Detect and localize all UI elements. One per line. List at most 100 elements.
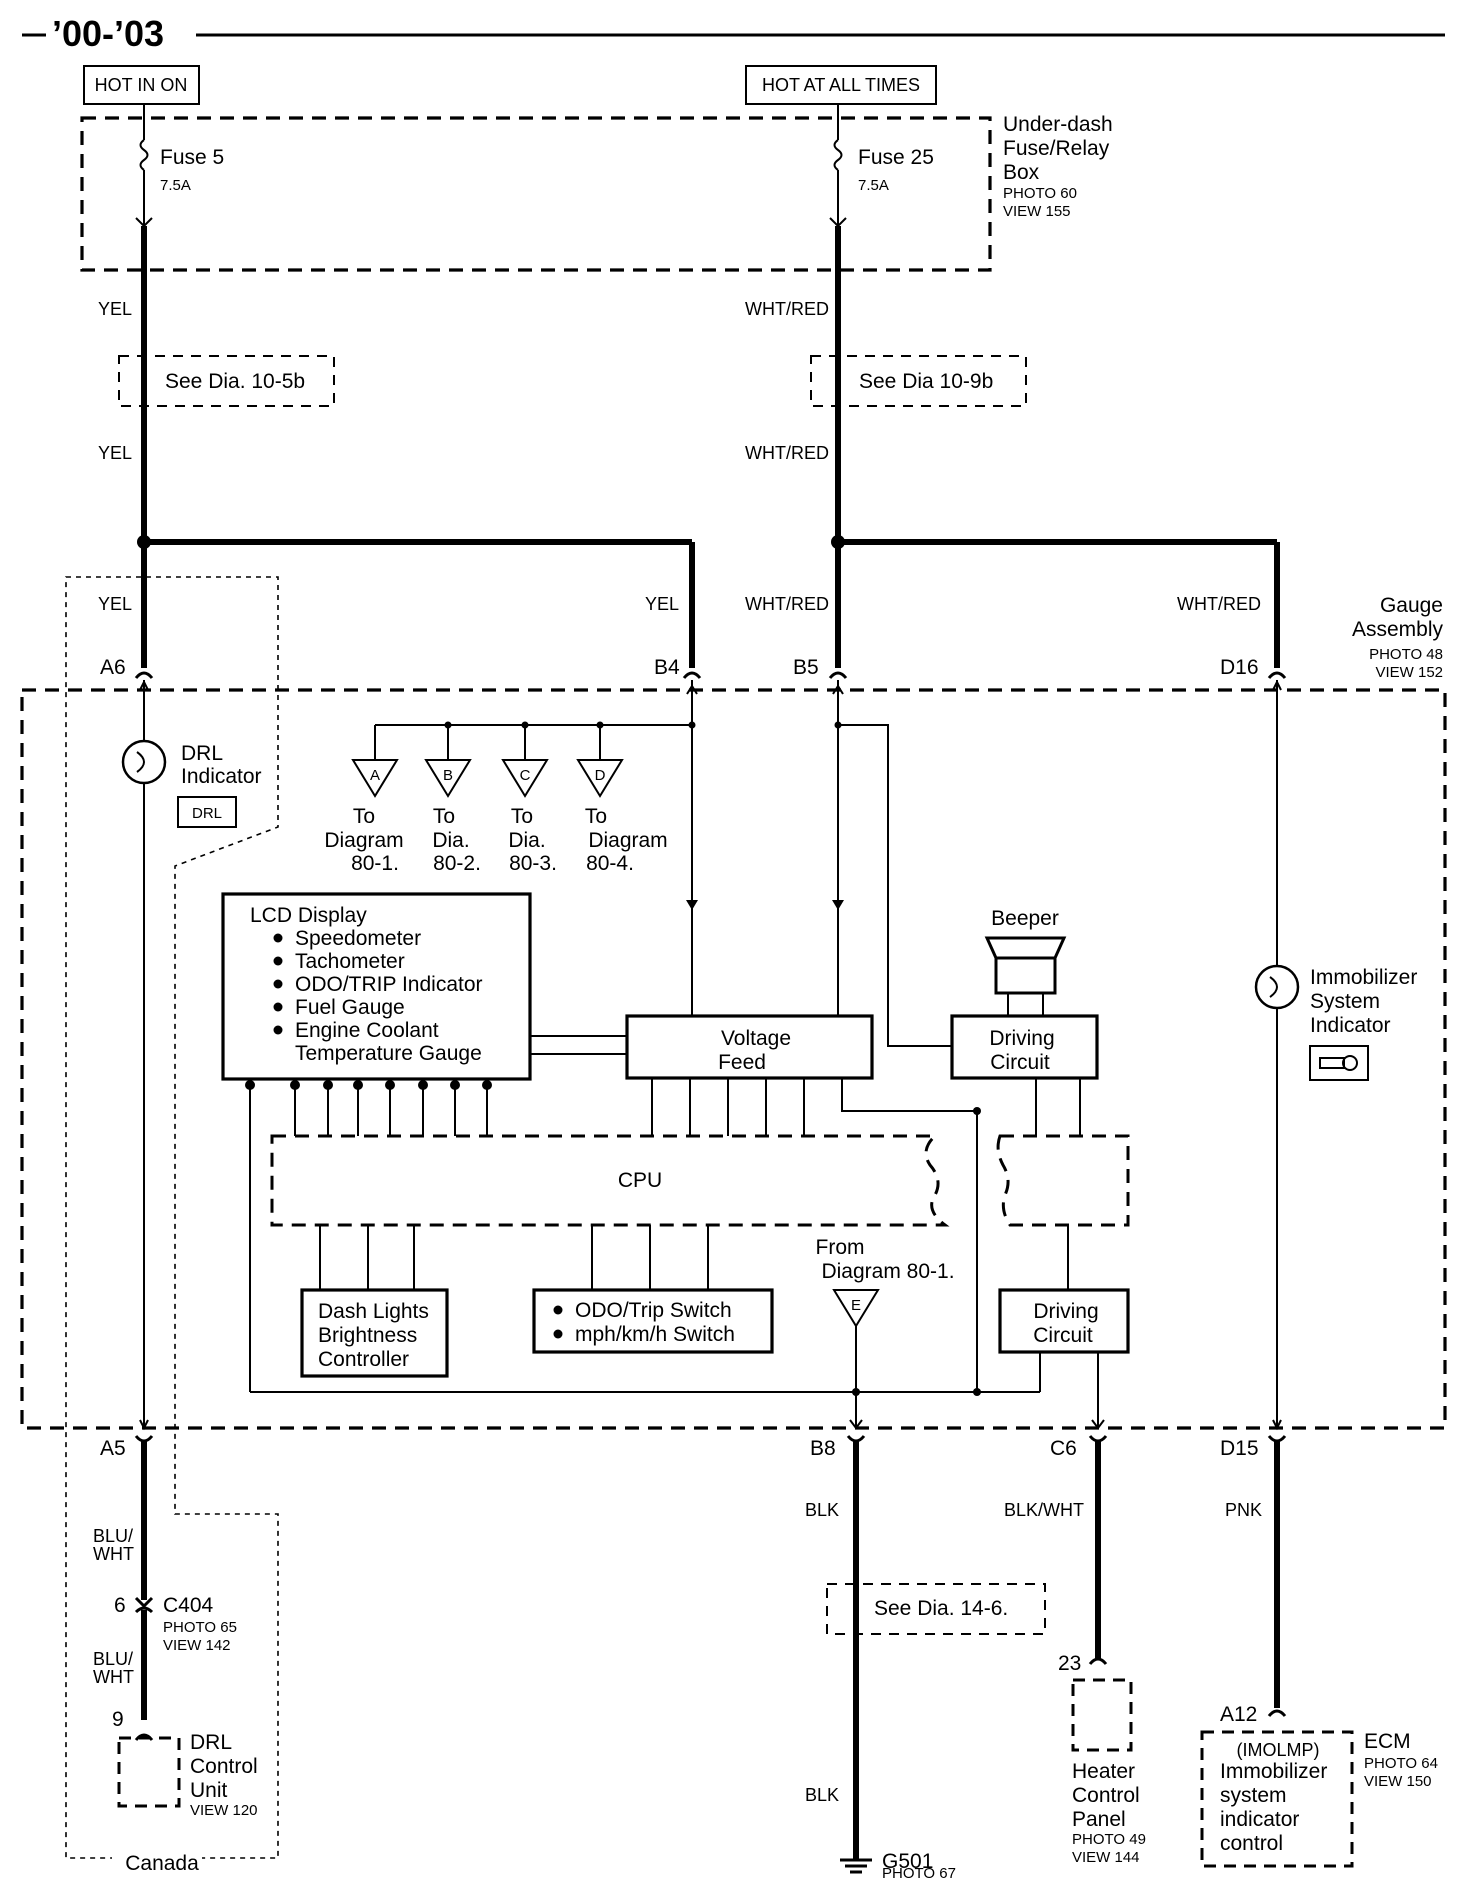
voltage-feed-line2: Feed xyxy=(718,1051,766,1074)
d16-arrow-down xyxy=(1272,1419,1282,1431)
link-d-node xyxy=(596,721,604,729)
c404-name: C404 xyxy=(163,1594,214,1617)
link-d-line1: To xyxy=(585,805,607,828)
hot-at-all-times-label: HOT AT ALL TIMES xyxy=(762,75,920,95)
link-b-letter: B xyxy=(443,767,453,784)
fuse5-name: Fuse 5 xyxy=(160,146,224,169)
wire-label-yel-1: YEL xyxy=(98,299,132,319)
b5-arrow-up xyxy=(832,684,844,695)
ground-name: G501 xyxy=(882,1850,933,1873)
switch-bullet xyxy=(553,1305,563,1315)
heater-line3: Panel xyxy=(1072,1808,1126,1831)
ecm-line4: control xyxy=(1220,1832,1283,1855)
ground-icon xyxy=(840,1858,872,1874)
conn-b4 xyxy=(682,671,702,679)
c404-pin-in: 6 xyxy=(114,1594,126,1617)
ecm-view: VIEW 150 xyxy=(1364,1773,1432,1790)
lcd-item: ODO/TRIP Indicator xyxy=(295,973,483,996)
drl-control-line2: Control xyxy=(190,1755,258,1778)
vf-cpu-pins xyxy=(651,1078,805,1136)
wht-red-splice xyxy=(831,535,845,549)
ecm-box xyxy=(1200,1730,1354,1868)
wire-label-blu-wht-2a: BLU/ xyxy=(93,1649,133,1669)
link-a-line3: 80-1. xyxy=(351,852,399,875)
ref-10-5b: See Dia. 10-5b xyxy=(165,370,305,393)
pin-d16: D16 xyxy=(1220,656,1259,679)
from-diagram-letter: E xyxy=(851,1297,861,1314)
immobilizer-lamp-filament xyxy=(1269,976,1278,998)
link-b-node xyxy=(444,721,452,729)
fuse-box-name-2: Fuse/Relay xyxy=(1003,137,1110,160)
ecm-pin: A12 xyxy=(1220,1703,1257,1726)
wire-label-pnk: PNK xyxy=(1225,1500,1262,1520)
lcd-cpu-pins xyxy=(245,1080,492,1136)
fuse-box-name-3: Box xyxy=(1003,161,1040,184)
ecm-line1: Immobilizer xyxy=(1220,1760,1327,1783)
ground-bus-node-vf xyxy=(973,1388,981,1396)
wire-label-wht-red-2: WHT/RED xyxy=(745,443,829,463)
link-d-triangle xyxy=(576,759,624,798)
hot-in-on-box xyxy=(83,65,200,105)
vf-ground-node xyxy=(973,1107,981,1115)
pin-d15: D15 xyxy=(1220,1437,1259,1460)
heater-photo: PHOTO 49 xyxy=(1072,1831,1146,1848)
switch-odo-trip: ODO/Trip Switch xyxy=(575,1299,732,1322)
ecm-code: (IMOLMP) xyxy=(1237,1740,1320,1760)
vf-ground-line xyxy=(841,1078,977,1112)
link-a-line1: To xyxy=(353,805,375,828)
b5-branch-node xyxy=(834,721,842,729)
drl-indicator-name-2: Indicator xyxy=(181,765,262,788)
voltage-feed-line1: Voltage xyxy=(721,1027,791,1050)
ecm-connector xyxy=(1267,1709,1287,1717)
ecm-line2: system xyxy=(1220,1784,1287,1807)
c404-view: VIEW 142 xyxy=(163,1637,231,1654)
lcd-title: LCD Display xyxy=(250,904,367,927)
driving-circuit-lower-line2: Circuit xyxy=(1033,1324,1093,1347)
drl-badge: DRL xyxy=(192,805,222,822)
ref-box-14-6 xyxy=(826,1583,1046,1635)
switches-box xyxy=(532,1288,774,1354)
lcd-item: Engine Coolant xyxy=(295,1019,439,1042)
heater-panel-box xyxy=(1071,1678,1133,1752)
wire-label-blk-2: BLK xyxy=(805,1785,839,1805)
ecm-photo: PHOTO 64 xyxy=(1364,1755,1438,1772)
wire-label-blu-wht-2b: WHT xyxy=(93,1667,134,1687)
b4-arrow xyxy=(686,900,698,910)
cpu-label: CPU xyxy=(618,1169,662,1192)
beeper-body xyxy=(994,956,1057,995)
wire-label-blk-wht: BLK/WHT xyxy=(1004,1500,1084,1520)
pin-a5: A5 xyxy=(100,1437,126,1460)
conn-a6 xyxy=(134,671,154,679)
gauge-name-1: Gauge xyxy=(1380,594,1443,617)
lcd-items: Speedometer Tachometer ODO/TRIP Indicato… xyxy=(273,927,483,1065)
pin-c6: C6 xyxy=(1050,1437,1077,1460)
driving-circuit-lower-line1: Driving xyxy=(1033,1300,1098,1323)
drl-indicator-name-1: DRL xyxy=(181,742,223,765)
lcd-bullet xyxy=(273,933,283,943)
cpu-box xyxy=(270,1134,950,1227)
heater-line2: Control xyxy=(1072,1784,1140,1807)
heater-connector xyxy=(1088,1657,1108,1665)
fuse-box-outline xyxy=(80,116,992,272)
switch-bullet xyxy=(553,1329,563,1339)
cpu-box-right xyxy=(996,1134,1130,1227)
dash-lights-line2: Brightness xyxy=(318,1324,417,1347)
c6-arrow xyxy=(1091,1419,1105,1430)
link-c-line1: To xyxy=(511,805,533,828)
link-c-line3: 80-3. xyxy=(509,852,557,875)
lcd-item: Temperature Gauge xyxy=(295,1042,482,1065)
lcd-bullet xyxy=(273,1025,283,1035)
link-b-triangle xyxy=(424,759,472,798)
link-c-node xyxy=(521,721,529,729)
link-d-line2: Diagram xyxy=(588,829,667,852)
key-icon xyxy=(1309,1045,1369,1081)
lcd-item: Speedometer xyxy=(295,927,421,950)
yel-splice xyxy=(137,535,151,549)
immobilizer-line3: Indicator xyxy=(1310,1014,1391,1037)
hot-at-all-times-box xyxy=(745,65,937,105)
gauge-name-2: Assembly xyxy=(1352,618,1444,641)
lcd-bullet xyxy=(273,1002,283,1012)
conn-b5 xyxy=(828,671,848,679)
ecm-line3: indicator xyxy=(1220,1808,1299,1831)
fuse25-name: Fuse 25 xyxy=(858,146,934,169)
